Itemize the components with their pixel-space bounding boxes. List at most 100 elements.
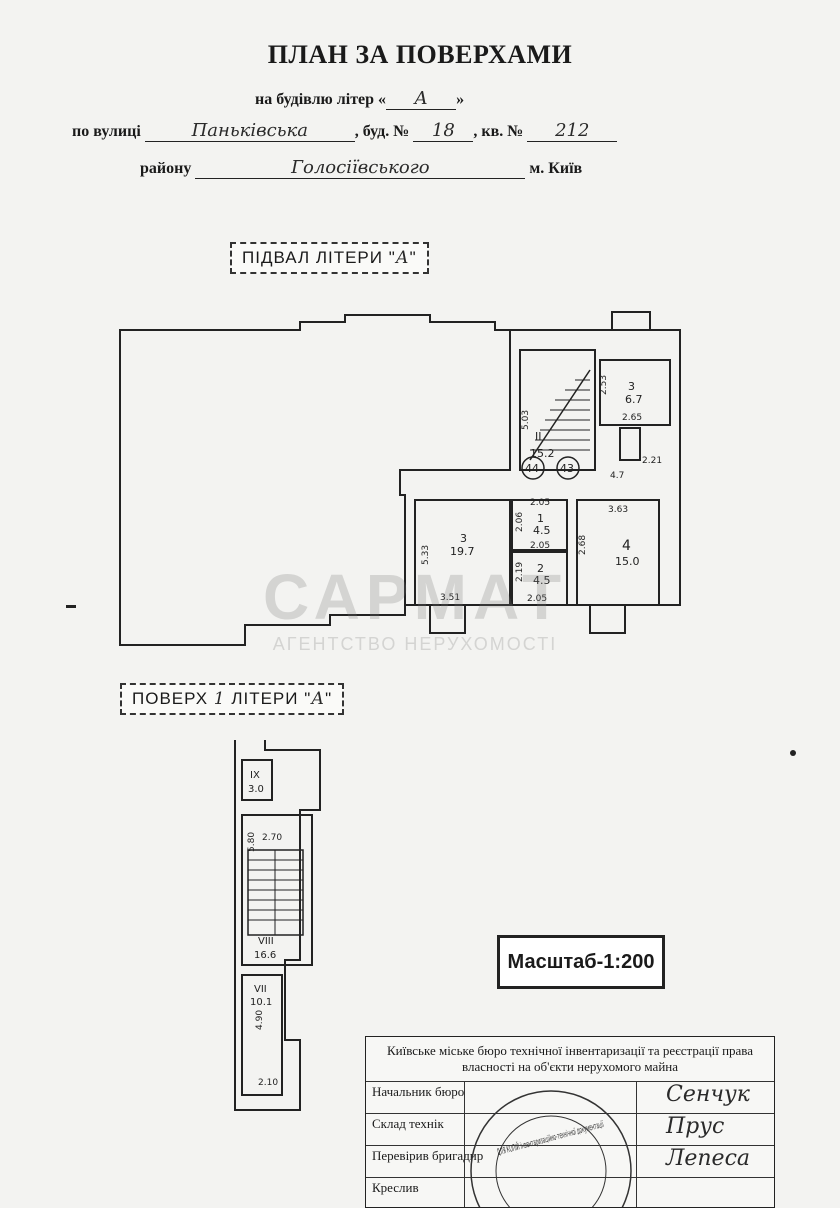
building-suffix: » <box>456 91 465 108</box>
signature-row: Перевірив бригадир Лепеса <box>366 1145 774 1178</box>
room-label: 3 <box>460 532 467 545</box>
basement-label-prefix: ПІДВАЛ ЛІТЕРИ " <box>242 248 396 267</box>
window-well-right <box>589 604 626 634</box>
window-well-top <box>611 311 651 331</box>
district-line: району Голосіївського м. Київ <box>140 157 582 179</box>
dimension: 5.03 <box>521 410 531 430</box>
street-label: по вулиці <box>72 123 141 140</box>
ink-dot <box>790 750 796 756</box>
room-viii-wall <box>241 814 313 966</box>
dimension: 2.05 <box>530 498 550 508</box>
circle-44-text: 44 <box>525 462 539 475</box>
closet-wall <box>619 427 641 461</box>
dimension: 4.7 <box>610 471 624 481</box>
dimension: 2.19 <box>515 562 525 582</box>
floor1-label-letter: А <box>311 689 326 709</box>
room-area: 10.1 <box>250 997 272 1008</box>
room-2-wall <box>511 551 568 606</box>
room-area: 4.5 <box>533 524 551 537</box>
signature: Прус <box>666 1114 725 1139</box>
dimension: 2.10 <box>258 1078 278 1088</box>
seal-text: ДЛЯ КОПІЙ інвентаризаційно-технічної док… <box>496 1118 606 1158</box>
room-label: VIII <box>258 936 274 947</box>
house-label: , буд. № <box>354 123 410 140</box>
circle-43-text: 43 <box>560 462 574 475</box>
basement-floor-plan: 44 43 3 6.7 II 15.2 3 19.7 1 4.5 2 4.5 4… <box>119 311 681 646</box>
floor1-label-prefix: ПОВЕРХ <box>132 689 214 708</box>
dimension: 2.05 <box>530 541 550 551</box>
apt-label: , кв. № <box>473 123 524 140</box>
dimension: 2.65 <box>622 413 642 423</box>
ink-mark <box>66 605 76 608</box>
window-well-left <box>429 604 466 634</box>
row-label: Склад технік <box>372 1116 444 1131</box>
dimension: 2.06 <box>515 512 525 532</box>
room-area: 16.6 <box>254 950 276 961</box>
signature: Лепеса <box>666 1146 751 1171</box>
room-label: IX <box>250 770 260 781</box>
room-area: 15.2 <box>530 447 555 460</box>
floor1-label-mid: ЛІТЕРИ " <box>225 689 312 708</box>
signature-stamp-table: Київське міське бюро технічної інвентари… <box>365 1036 775 1208</box>
district-label: району <box>140 160 192 177</box>
room-area: 19.7 <box>450 545 475 558</box>
dimension: 4.90 <box>255 1010 265 1030</box>
dimension: 3.63 <box>608 505 628 515</box>
floor1-label-suffix: " <box>325 689 333 708</box>
room-area: 4.5 <box>533 574 551 587</box>
watermark-subtitle: АГЕНТСТВО НЕРУХОМОСТІ <box>272 634 558 654</box>
room-ix-wall <box>241 759 273 801</box>
dimension: 2.21 <box>642 456 662 466</box>
bureau-name: Київське міське бюро технічної інвентари… <box>386 1043 754 1074</box>
room-area: 15.0 <box>615 555 640 568</box>
circle-43 <box>556 456 580 480</box>
signature-row: Склад технік Прус <box>366 1113 774 1146</box>
table-divider <box>636 1081 637 1207</box>
watermark-title: САРМАТ <box>262 561 568 633</box>
dimension: 2.05 <box>527 594 547 604</box>
room-area: 3.0 <box>248 784 264 795</box>
floor1-plan: IX 3.0 VIII 16.6 VII 10.1 2.70 5.80 4.90… <box>234 740 321 1111</box>
circle-44 <box>521 456 545 480</box>
basement-label: ПІДВАЛ ЛІТЕРИ "А" <box>230 242 429 274</box>
room-vii-wall <box>241 974 283 1096</box>
dimension: 2.53 <box>599 375 609 395</box>
dimension: 2.70 <box>262 833 282 843</box>
room-3-top-wall <box>599 359 671 426</box>
dimension: 5.80 <box>247 832 257 852</box>
district-value: Голосіївського <box>195 157 526 179</box>
signature: Сенчук <box>666 1082 750 1107</box>
row-label: Креслив <box>372 1180 419 1195</box>
row-label: Начальник бюро <box>372 1084 465 1099</box>
signature-row: Начальник бюро Сенчук <box>366 1081 774 1114</box>
city-label: м. Київ <box>529 160 583 177</box>
dimension: 3.51 <box>440 593 460 603</box>
scale-label: Масштаб-1:200 <box>497 935 665 989</box>
dimension: 5.33 <box>421 545 431 565</box>
address-line: по вулиці Паньківська, буд. № 18, кв. № … <box>72 120 618 142</box>
document-title: ПЛАН ЗА ПОВЕРХАМИ <box>267 40 573 69</box>
stair-diagonal <box>529 369 591 461</box>
room-label: II <box>535 430 542 443</box>
floor1-label-num: 1 <box>213 689 226 709</box>
room-label: VII <box>254 984 267 995</box>
basement-outline-left <box>119 314 511 646</box>
building-prefix: на будівлю літер « <box>255 91 387 108</box>
street-value: Паньківська <box>144 120 355 142</box>
room-label: 1 <box>537 512 544 525</box>
table-divider <box>464 1081 465 1207</box>
floor1-outline <box>234 740 321 1111</box>
house-value: 18 <box>413 120 474 142</box>
room-area: 6.7 <box>625 393 643 406</box>
round-seal: ДЛЯ КОПІЙ інвентаризаційно-технічної док… <box>470 1090 632 1207</box>
row-label: Перевірив бригадир <box>372 1148 484 1163</box>
dimension: 2.68 <box>578 535 588 555</box>
basement-label-suffix: " <box>409 248 417 267</box>
basement-label-letter: А <box>395 248 410 268</box>
room-label: 4 <box>622 538 631 554</box>
room-1-wall <box>511 499 568 551</box>
building-line: на будівлю літер «А» <box>255 88 464 110</box>
room-label: 3 <box>628 380 635 393</box>
room-label: 2 <box>537 562 544 575</box>
building-letter: А <box>386 88 457 110</box>
